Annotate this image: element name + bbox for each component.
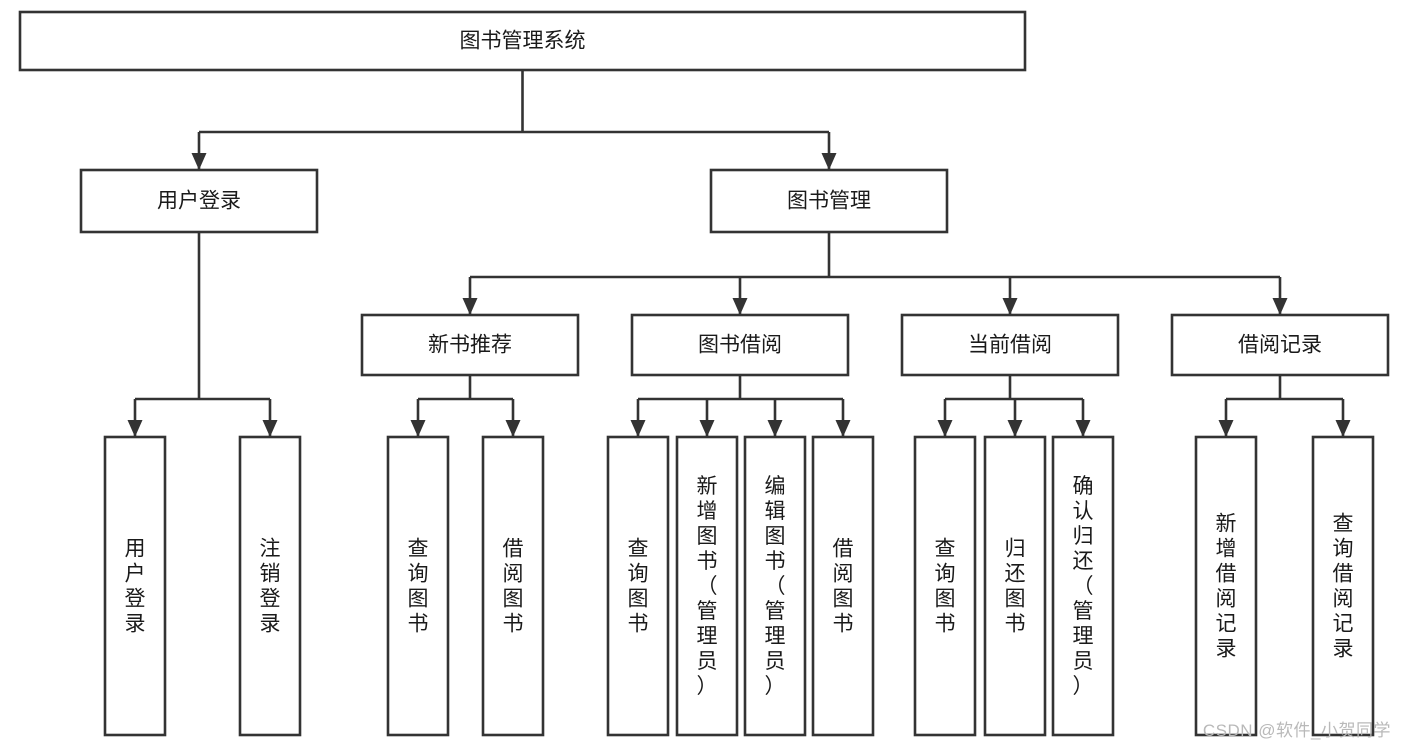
arrow-head-new-book-rec-0 (410, 420, 426, 437)
node-leaf-borrow-book-2[interactable]: 借阅图书 (811, 435, 875, 737)
node-label-leaf-borrow-book-2: 借阅图书 (833, 538, 854, 636)
node-book-manage[interactable]: 图书管理 (709, 168, 949, 234)
node-label-leaf-query-record: 查询借阅记录 (1333, 513, 1354, 661)
node-label-new-book-rec: 新书推荐 (428, 334, 512, 357)
node-box-borrow-record (1170, 313, 1390, 377)
node-box-leaf-borrow-book-2 (811, 435, 875, 737)
node-leaf-return-book[interactable]: 归还图书 (983, 435, 1047, 737)
node-box-root (18, 10, 1027, 72)
node-root[interactable]: 图书管理系统 (18, 10, 1027, 72)
node-leaf-edit-book[interactable]: 编辑图书（管理员） (743, 435, 807, 737)
arrow-head-book-borrow-1 (699, 420, 715, 437)
arrow-head-new-book-rec-1 (505, 420, 521, 437)
arrow-head-borrow-record-0 (1218, 420, 1234, 437)
arrow-head-book-borrow-2 (767, 420, 783, 437)
node-label-leaf-return-book: 归还图书 (1005, 538, 1026, 636)
node-box-book-manage (709, 168, 949, 234)
node-label-leaf-borrow-book-1: 借阅图书 (503, 538, 524, 636)
node-label-leaf-edit-book: 编辑图书（管理员） (765, 475, 786, 698)
arrow-head-book-borrow-0 (630, 420, 646, 437)
node-leaf-query-book-3[interactable]: 查询图书 (913, 435, 977, 737)
node-leaf-query-record[interactable]: 查询借阅记录 (1311, 435, 1375, 737)
node-box-leaf-add-book (675, 435, 739, 737)
node-label-leaf-add-record: 新增借阅记录 (1216, 513, 1237, 661)
node-box-leaf-logout (238, 435, 302, 737)
arrow-head-current-borrow-0 (937, 420, 953, 437)
arrow-head-book-manage-2 (1002, 298, 1018, 315)
node-leaf-add-record[interactable]: 新增借阅记录 (1194, 435, 1258, 737)
node-new-book-rec[interactable]: 新书推荐 (360, 313, 580, 377)
node-borrow-record[interactable]: 借阅记录 (1170, 313, 1390, 377)
node-label-borrow-record: 借阅记录 (1238, 334, 1322, 357)
arrow-head-user-login-1 (262, 420, 278, 437)
node-box-leaf-add-record (1194, 435, 1258, 737)
node-box-leaf-query-book-3 (913, 435, 977, 737)
node-label-book-borrow: 图书借阅 (698, 334, 782, 357)
node-box-new-book-rec (360, 313, 580, 377)
arrow-head-book-manage-0 (462, 298, 478, 315)
arrow-head-root-0 (191, 153, 207, 170)
node-label-leaf-confirm-return: 确认归还（管理员） (1073, 475, 1094, 698)
node-leaf-logout[interactable]: 注销登录 (238, 435, 302, 737)
node-label-leaf-add-book: 新增图书（管理员） (697, 475, 718, 698)
node-label-leaf-query-book-2: 查询图书 (628, 538, 649, 636)
node-label-leaf-logout: 注销登录 (260, 538, 281, 636)
node-label-leaf-query-book-3: 查询图书 (935, 538, 956, 636)
node-leaf-query-book-1[interactable]: 查询图书 (386, 435, 450, 737)
node-label-book-manage: 图书管理 (787, 190, 871, 213)
node-box-user-login (79, 168, 319, 234)
node-user-login[interactable]: 用户登录 (79, 168, 319, 234)
arrow-head-current-borrow-1 (1007, 420, 1023, 437)
arrow-head-book-borrow-3 (835, 420, 851, 437)
node-leaf-add-book[interactable]: 新增图书（管理员） (675, 435, 739, 737)
connector-layer (127, 70, 1351, 437)
node-box-leaf-return-book (983, 435, 1047, 737)
node-label-current-borrow: 当前借阅 (968, 334, 1052, 357)
arrow-head-book-manage-1 (732, 298, 748, 315)
node-box-leaf-borrow-book-1 (481, 435, 545, 737)
node-box-leaf-query-record (1311, 435, 1375, 737)
node-box-current-borrow (900, 313, 1120, 377)
arrow-head-book-manage-3 (1272, 298, 1288, 315)
node-box-leaf-query-book-1 (386, 435, 450, 737)
node-leaf-user-login[interactable]: 用户登录 (103, 435, 167, 737)
watermark-text: CSDN @软件_小贺同学 (1202, 721, 1391, 740)
node-book-borrow[interactable]: 图书借阅 (630, 313, 850, 377)
arrow-head-borrow-record-1 (1335, 420, 1351, 437)
node-leaf-confirm-return[interactable]: 确认归还（管理员） (1051, 435, 1115, 737)
node-box-leaf-edit-book (743, 435, 807, 737)
node-current-borrow[interactable]: 当前借阅 (900, 313, 1120, 377)
node-leaf-query-book-2[interactable]: 查询图书 (606, 435, 670, 737)
node-layer: 图书管理系统用户登录图书管理新书推荐图书借阅当前借阅借阅记录用户登录注销登录查询… (18, 10, 1390, 737)
node-box-leaf-confirm-return (1051, 435, 1115, 737)
node-box-book-borrow (630, 313, 850, 377)
node-leaf-borrow-book-1[interactable]: 借阅图书 (481, 435, 545, 737)
arrow-head-user-login-0 (127, 420, 143, 437)
arrow-head-root-1 (821, 153, 837, 170)
node-box-leaf-query-book-2 (606, 435, 670, 737)
node-label-user-login: 用户登录 (157, 190, 241, 213)
node-label-root: 图书管理系统 (460, 30, 586, 53)
node-label-leaf-user-login: 用户登录 (125, 538, 146, 636)
arrow-head-current-borrow-2 (1075, 420, 1091, 437)
node-label-leaf-query-book-1: 查询图书 (408, 538, 429, 636)
node-box-leaf-user-login (103, 435, 167, 737)
